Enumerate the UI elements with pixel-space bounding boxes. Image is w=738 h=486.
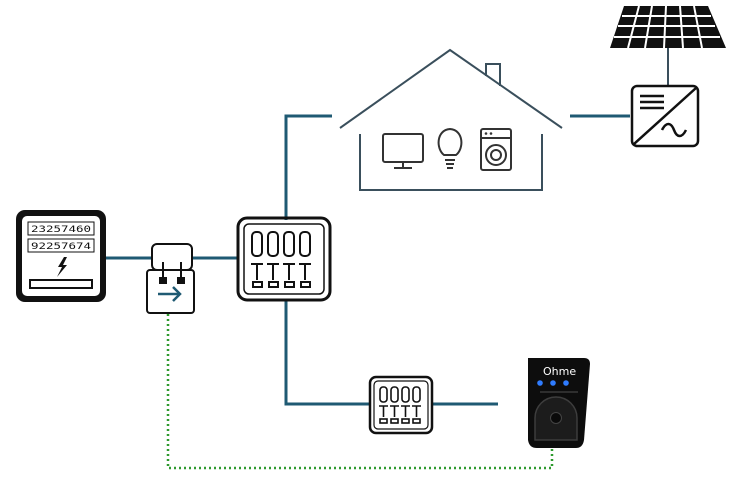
main-consumer-unit (238, 218, 330, 300)
ct-clamp-sensor (147, 244, 194, 313)
status-led-3 (563, 380, 569, 386)
solar-panel (610, 6, 726, 86)
data-link-ct-to-charger (168, 314, 552, 468)
status-led-2 (550, 380, 556, 386)
wire-consumer-unit-to-subboard (286, 300, 370, 404)
tv-icon (383, 134, 423, 168)
electricity-meter: 23257460 92257674 (16, 210, 106, 302)
ev-charger: Ohme (528, 358, 590, 448)
charger-brand-label: Ohme (543, 365, 576, 378)
house-roof (340, 50, 562, 128)
meter-reading-top: 23257460 (31, 225, 91, 235)
inverter (632, 86, 698, 146)
status-led-1 (537, 380, 543, 386)
meter-reading-bottom: 92257674 (31, 242, 91, 252)
light-bulb-icon (439, 129, 462, 168)
wire-consumer-unit-to-house (286, 116, 332, 220)
ac-wave-icon (662, 124, 686, 136)
washing-machine-icon (481, 129, 511, 170)
sub-consumer-unit (370, 377, 432, 433)
